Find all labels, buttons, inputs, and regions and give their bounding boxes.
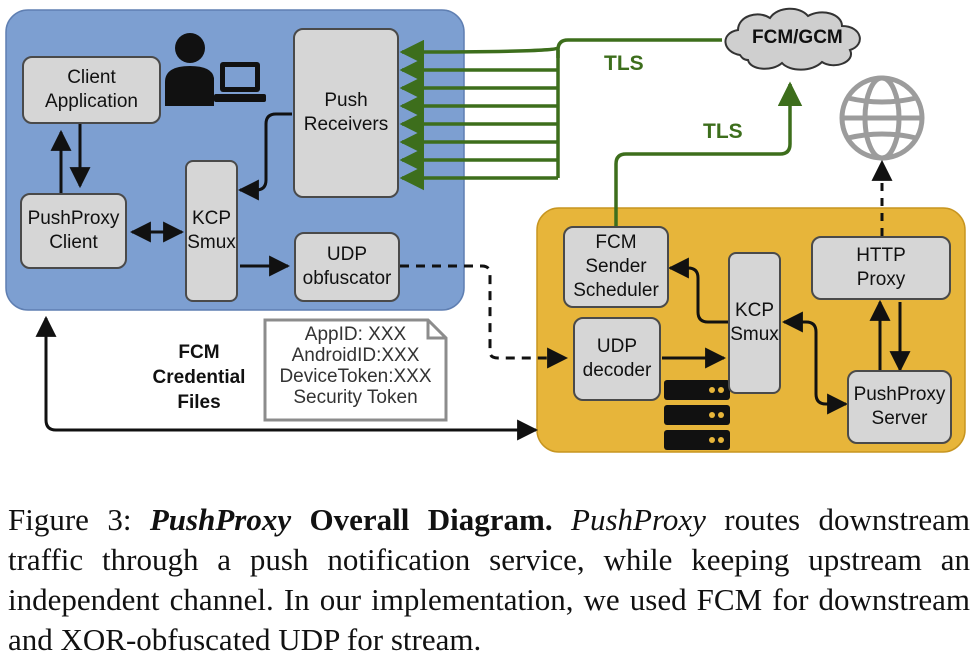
caption-body: routes downstream traffic through a push…	[8, 502, 970, 657]
kcp-smux-server-box: KCP Smux	[728, 252, 781, 394]
credential-files-label: FCM Credential Files	[152, 342, 246, 413]
cloud-label: FCM/GCM	[752, 27, 843, 48]
caption-title: Overall Diagram.	[309, 502, 553, 537]
kcp-smux-client-box: KCP Smux	[185, 160, 238, 302]
http-proxy-box: HTTP Proxy	[811, 236, 951, 300]
fcm-sender-scheduler-box: FCM Sender Scheduler	[563, 226, 669, 308]
tls-arrows-to-receivers	[399, 38, 722, 191]
figure-caption: Figure 3: PushProxy Overall Diagram. Pus…	[8, 500, 970, 660]
credential-line: Security Token	[293, 387, 418, 408]
credential-line: AppID: XXX	[304, 324, 407, 345]
upstream-link	[35, 315, 539, 441]
credential-line: AndroidID:XXX	[291, 345, 420, 366]
client-arrows	[50, 112, 292, 277]
credential-line: DeviceToken:XXX	[279, 366, 432, 387]
tls-arrow-to-cloud	[614, 81, 803, 228]
server-arrows	[662, 257, 911, 415]
tls-label-mid: TLS	[703, 120, 743, 143]
cloud-icon	[724, 7, 861, 71]
globe-icon	[839, 75, 925, 161]
architecture-diagram: Client Application Push Receivers PushPr…	[5, 7, 966, 453]
credential-note-shape	[263, 318, 448, 422]
tls-label-top: TLS	[604, 52, 644, 75]
push-receivers-box: Push Receivers	[293, 28, 399, 198]
caption-title-italic: PushProxy	[149, 502, 292, 537]
user-laptop-icon	[165, 33, 266, 106]
credential-note: AppID: XXX AndroidID:XXX DeviceToken:XXX…	[265, 320, 446, 420]
pushproxy-client-box: PushProxy Client	[20, 193, 127, 269]
caption-figure-label: Figure 3:	[8, 502, 132, 537]
caption-body-italic: PushProxy	[571, 502, 706, 537]
udp-decoder-box: UDP decoder	[573, 317, 661, 401]
udp-obfuscator-box: UDP obfuscator	[294, 232, 400, 302]
pushproxy-server-box: PushProxy Server	[847, 370, 952, 444]
server-rack-icon	[664, 380, 730, 450]
client-application-box: Client Application	[22, 56, 161, 124]
